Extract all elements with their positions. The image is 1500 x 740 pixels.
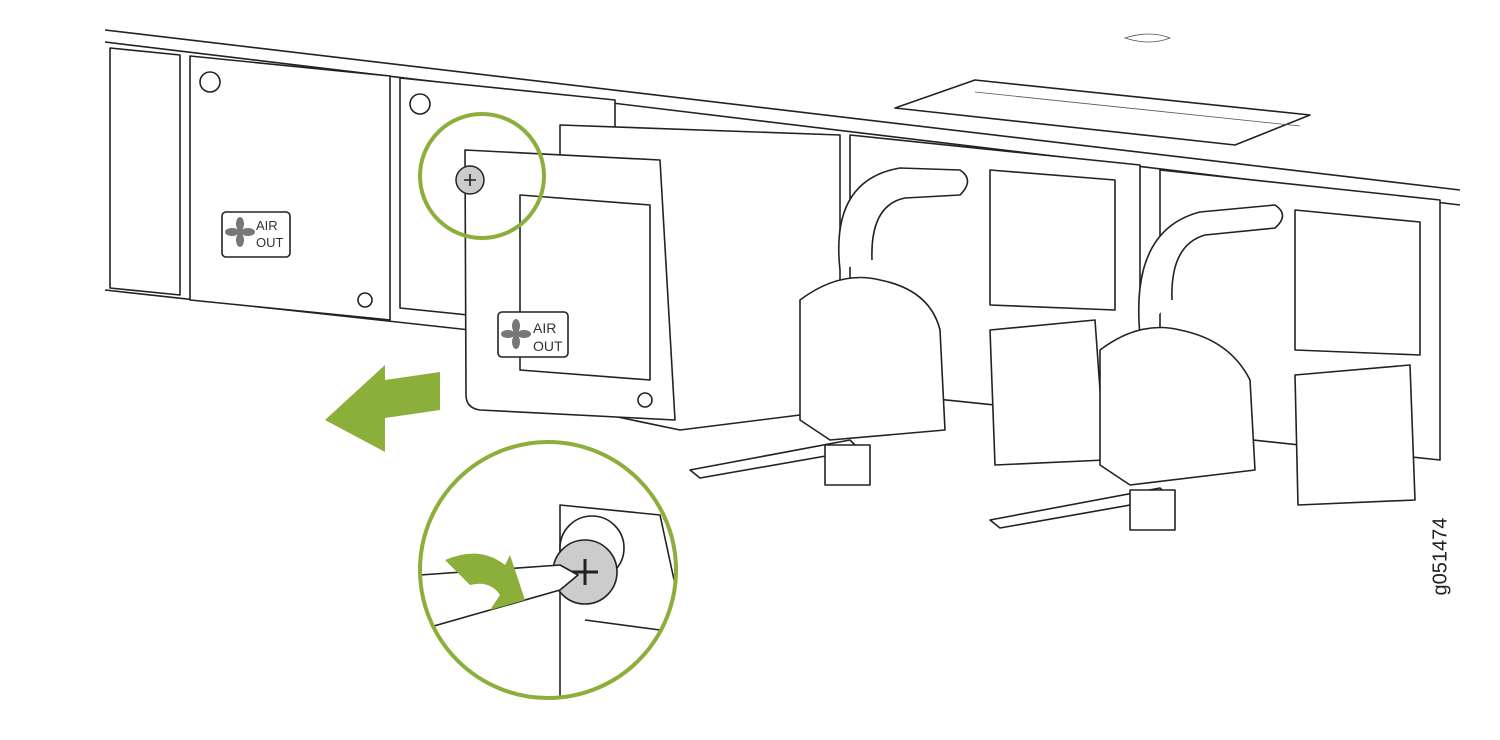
- fan-label-out: OUT: [256, 235, 284, 250]
- figure-id: g051474: [1429, 517, 1452, 596]
- chassis-top-edge: [104, 29, 1461, 191]
- rotation-arrow-icon: [445, 553, 525, 610]
- airflow-arrow-icon: [325, 365, 440, 452]
- fan-module-1: AIR OUT: [109, 47, 391, 321]
- fan-label-out: OUT: [533, 338, 563, 354]
- fan-icon: [225, 217, 255, 247]
- fan-label-air: AIR: [256, 218, 278, 233]
- screw-callout-circle: [418, 112, 546, 240]
- power-supply-1: [689, 134, 1141, 486]
- fan-module-removed: AIR OUT: [455, 124, 841, 431]
- fan-label-air: AIR: [533, 320, 556, 336]
- screw-detail-callout: [418, 440, 678, 700]
- fan-icon: [501, 319, 531, 349]
- power-supply-2: [989, 169, 1441, 531]
- chassis-label-plate: [894, 79, 1311, 146]
- captive-screw-icon: [455, 165, 485, 195]
